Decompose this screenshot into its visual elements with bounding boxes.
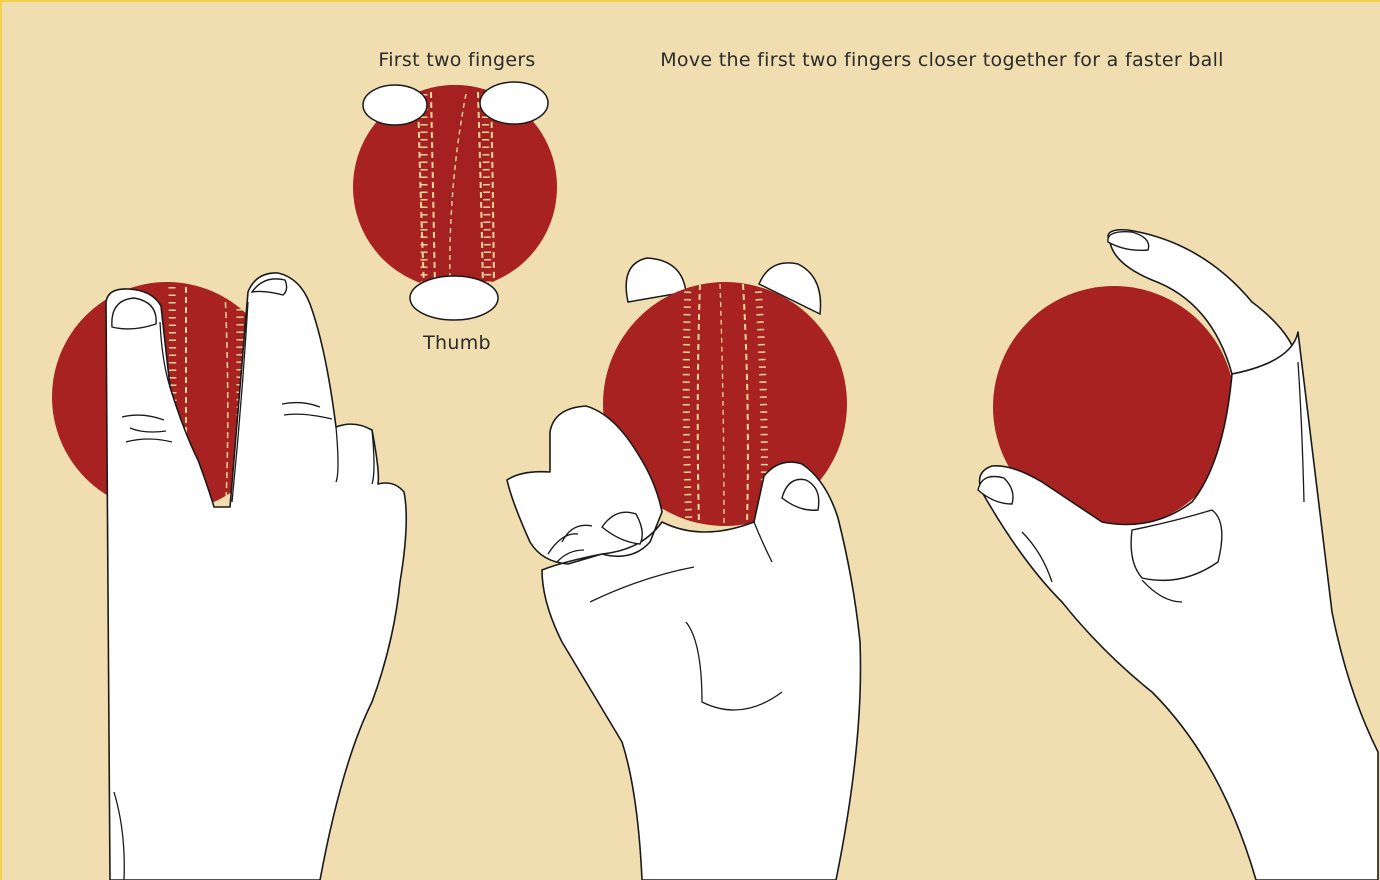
first-finger-pad-right: [480, 82, 548, 124]
first-two-fingers-label: First two fingers: [332, 49, 582, 71]
faster-ball-note: Move the first two fingers closer togeth…: [642, 49, 1242, 71]
thumb-pad: [410, 276, 498, 320]
thumb-label: Thumb: [382, 332, 532, 354]
first-finger-pad-left: [363, 85, 427, 125]
ball-top-seam: [418, 82, 494, 292]
